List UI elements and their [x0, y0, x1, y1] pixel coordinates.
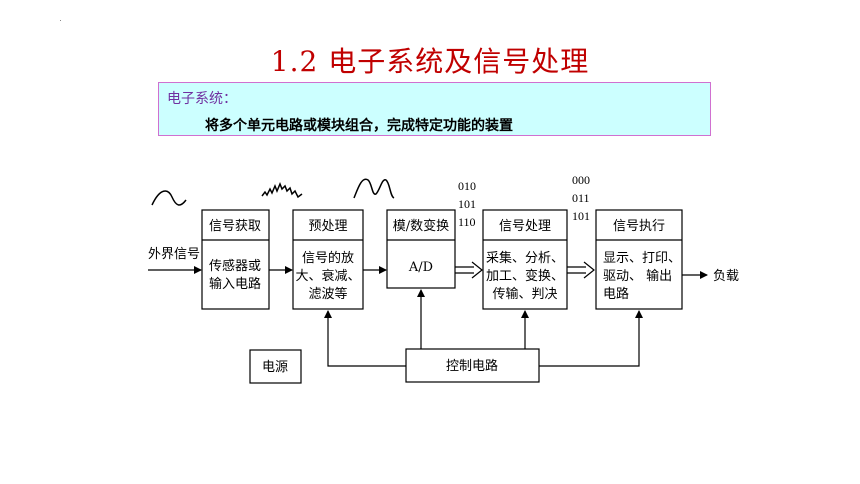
block-ad-conversion: 模/数变换 A/D: [386, 209, 456, 289]
block-signal-acquisition: 信号获取 传感器或 输入电路: [201, 209, 270, 310]
block-line: 信号的放: [302, 250, 354, 266]
decorative-dot: [60, 20, 61, 21]
definition-text: 将多个单元电路或模块组合，完成特定功能的装置: [205, 118, 513, 134]
filtered-waveform-icon: [353, 178, 395, 199]
block-preprocessing: 预处理 信号的放 大、衰减、 滤波等: [292, 209, 364, 310]
block-line: 电路: [603, 286, 629, 302]
control-circuit-block: 控制电路: [405, 348, 540, 383]
block-line: 驱动、 输出: [603, 268, 672, 284]
control-label: 控制电路: [446, 358, 498, 374]
power-label: 电源: [262, 360, 288, 375]
block-line: 大、衰减、: [295, 268, 360, 284]
block-line: 滤波等: [308, 286, 347, 302]
block-title: 信号处理: [499, 219, 551, 234]
block-signal-execution: 信号执行 显示、打印、 驱动、 输出 电路: [595, 209, 683, 310]
block-title: 信号获取: [209, 219, 261, 234]
output-load-label: 负载: [713, 269, 739, 284]
input-signal-label: 外界信号: [148, 247, 200, 262]
output-bits-line: 000: [572, 173, 590, 187]
definition-term: 电子系统：: [167, 91, 237, 107]
block-title: 模/数变换: [393, 218, 449, 234]
definition-box: 电子系统： 将多个单元电路或模块组合，完成特定功能的装置: [158, 82, 711, 136]
block-line: 采集、分析、: [486, 250, 564, 266]
control-lines: [324, 289, 643, 367]
digital-bus-arrow: [567, 261, 595, 279]
ad-bits-line: 010: [458, 179, 476, 193]
block-line: 传输、判决: [492, 286, 557, 302]
block-line: A/D: [408, 260, 433, 275]
ad-bits-line: 101: [458, 197, 476, 211]
digital-bus-arrow: [455, 261, 483, 279]
block-title: 预处理: [308, 219, 347, 234]
block-line: 显示、打印、: [603, 251, 681, 266]
ad-bits-line: 110: [458, 215, 476, 229]
noisy-waveform-icon: [261, 182, 303, 199]
block-signal-processing: 信号处理 采集、分析、 加工、变换、 传输、判决: [482, 209, 568, 310]
power-supply-block: 电源: [249, 349, 302, 384]
block-line: 加工、变换、: [486, 268, 564, 284]
slide-title: 1.2 电子系统及信号处理: [270, 45, 590, 78]
output-bits-line: 101: [572, 209, 590, 223]
block-line: 输入电路: [209, 276, 261, 292]
block-line: 传感器或: [209, 258, 261, 274]
input-waveform-icon: [151, 190, 187, 206]
output-bits-line: 011: [572, 191, 590, 205]
block-title: 信号执行: [613, 219, 665, 234]
